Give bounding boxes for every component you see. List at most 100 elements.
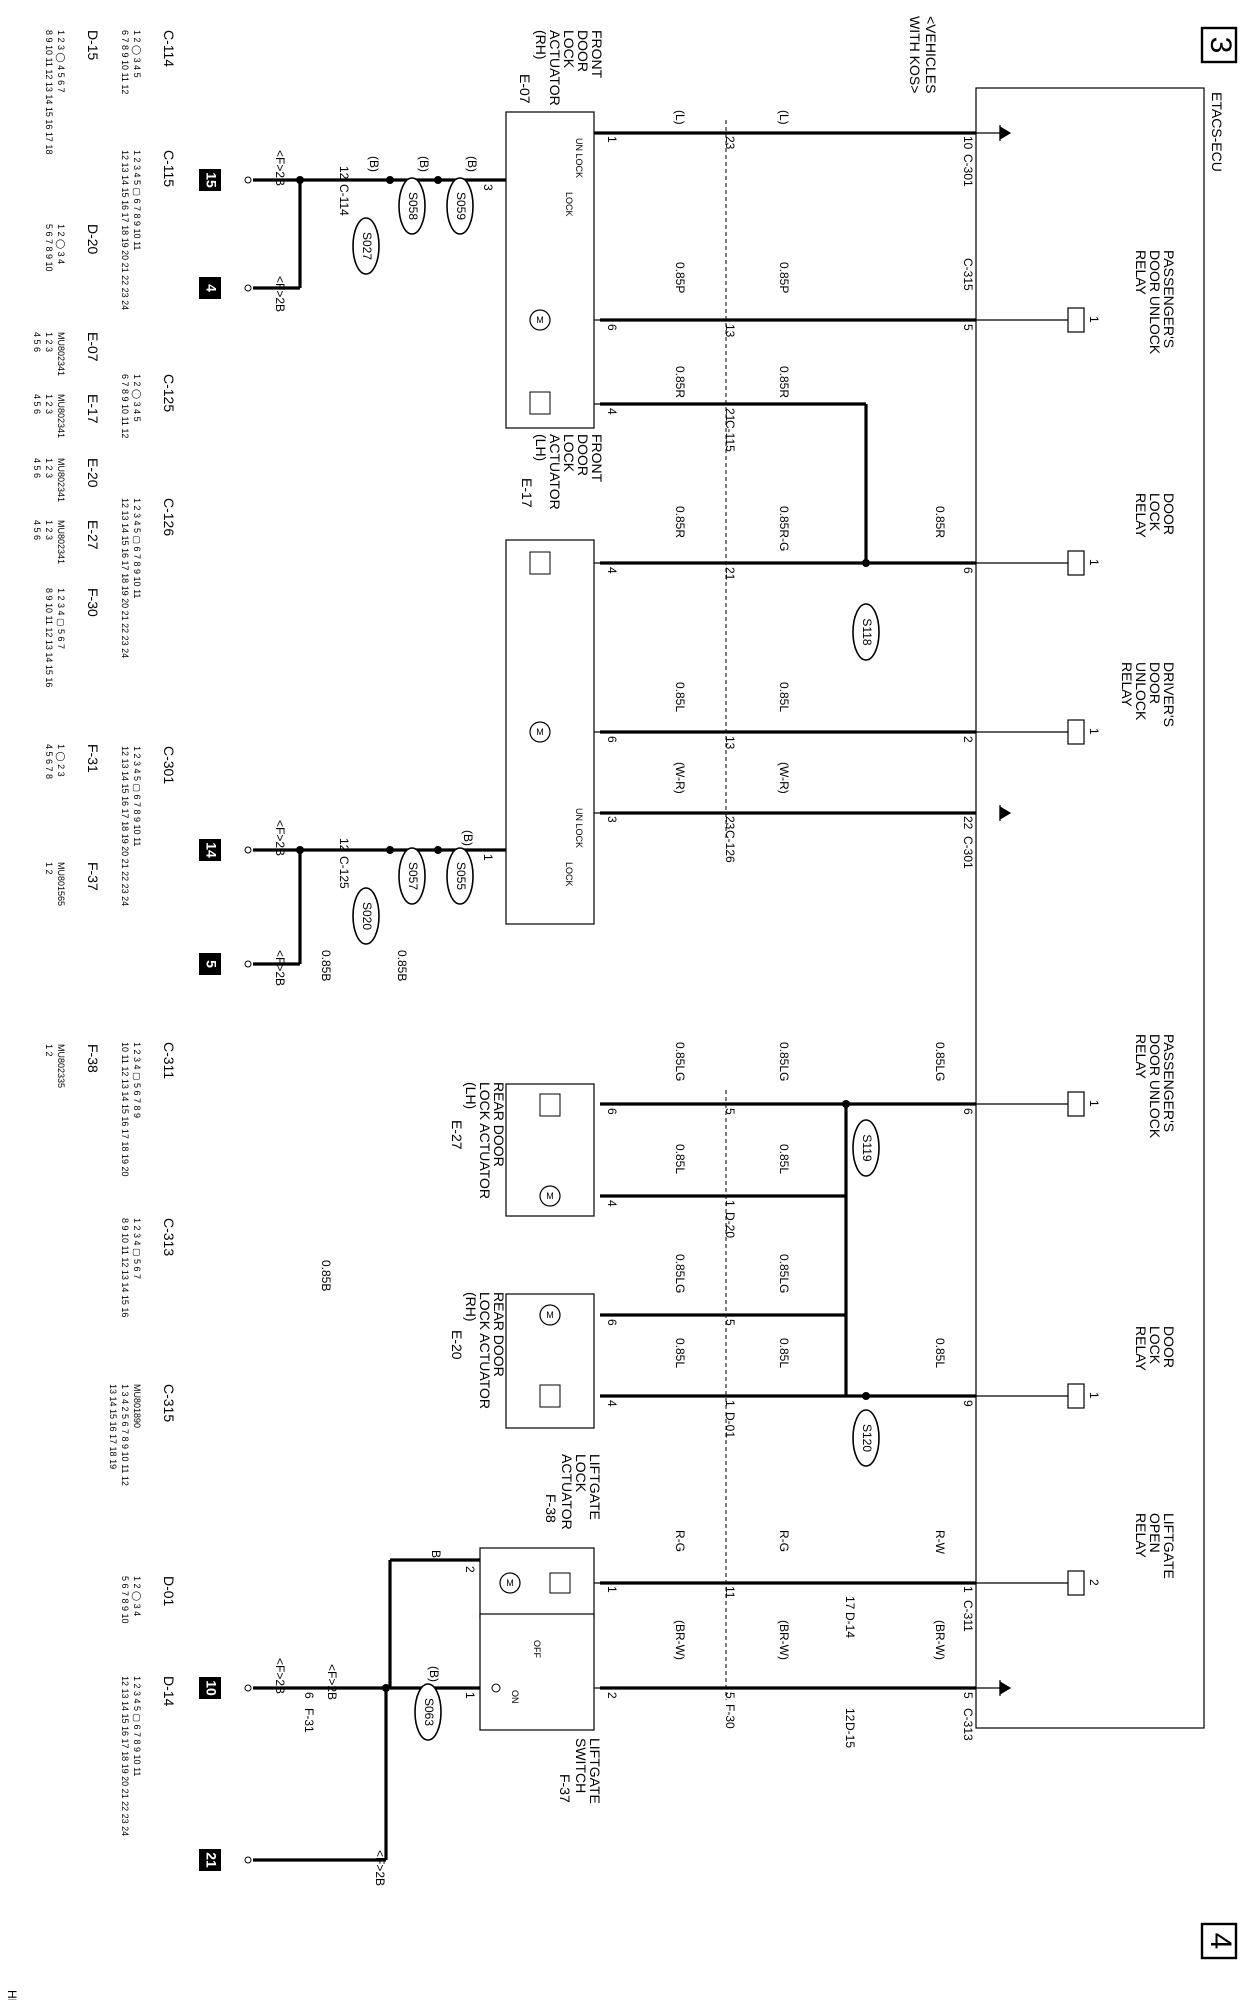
ground-terminal-0 — [244, 176, 252, 184]
splice-oval-8 — [352, 887, 380, 945]
rear-lh-pin-6: 6 — [605, 1108, 619, 1115]
ecu-pin-10: 10 — [961, 136, 975, 150]
connector-name: C-315 — [161, 1384, 177, 1422]
front-lh-pin-1: 1 — [481, 854, 495, 861]
actuator-label-6: DOOR — [575, 434, 591, 476]
liftgate-sw-on: ON — [510, 1690, 520, 1704]
mid-conn-d14: D-14 — [843, 1612, 857, 1638]
relay-number-pass-unlock-1: 1 — [1087, 316, 1101, 323]
relay-label-door-lock-1: LOCK — [1147, 493, 1163, 532]
connector-row: 4 5 6 — [32, 394, 42, 414]
actuator-label-5: FRONT — [589, 434, 605, 483]
front-rh-pin-3: 3 — [481, 184, 495, 191]
splice-label-8: S020 — [360, 902, 374, 930]
actuator-label-10: REAR DOOR — [491, 1082, 507, 1167]
connector-f-30: F-301 2 3 4 ▢ 5 6 78 9 10 11 12 13 14 15… — [44, 588, 101, 687]
relay-label-pass-unlock-1: DOOR UNLOCK — [1147, 250, 1163, 355]
ground-label-2: 14 — [203, 842, 219, 858]
ground-label-3: 5 — [203, 960, 219, 968]
ecu-conn-c313: C-313 — [961, 1708, 975, 1741]
connector-row: 1 2 3 — [44, 394, 54, 414]
connector-name: D-14 — [161, 1676, 177, 1707]
mid-conn-d01: D-01 — [723, 1412, 737, 1438]
splice-label-2: S120 — [860, 1424, 874, 1452]
wire-b-rh-3: (B) — [367, 156, 381, 172]
connector-name: C-125 — [161, 374, 177, 412]
ecu-pin-1: 1 — [961, 1586, 975, 1593]
diagram-labels: 10562226915C-301C-315C-301C-311C-313(L)(… — [319, 30, 975, 1804]
connector-row: 1 2 3 4 ▢ 5 6 7 8 9 — [132, 1042, 142, 1118]
front-lh-actuator: M — [505, 539, 600, 925]
relay-label-liftgate-open: OPEN — [1147, 1513, 1163, 1553]
connector-row: 1 2 3 4 5 ▢ 6 7 8 9 10 11 — [132, 1676, 142, 1776]
f2b-label-0: <F>2B — [273, 150, 287, 186]
ground-tag-1 — [199, 277, 221, 299]
mid-pin-17: 17 — [843, 1596, 857, 1610]
connector-row: 10 11 12 13 14 15 16 17 18 19 20 — [120, 1042, 130, 1176]
splice-label-7: S057 — [406, 862, 420, 890]
rear-rh-pin-4: 4 — [605, 1400, 619, 1407]
ground-conn-c114: C-114 — [337, 184, 351, 216]
ground-label-5: 21 — [203, 1852, 219, 1868]
actuator-label-20: SWITCH — [573, 1738, 589, 1793]
wire-085l-upper: 0.85L — [777, 682, 791, 712]
relay-number-door-lock-1: 1 — [1087, 559, 1101, 566]
actuator-label-1: DOOR — [575, 30, 591, 72]
connector-row: 1 2 ◯ 3 4 5 — [131, 30, 142, 78]
connector-name: C-301 — [161, 746, 177, 784]
relay-number-driver-unlock: 1 — [1087, 728, 1101, 735]
connector-row: 4 5 6 7 8 — [44, 744, 54, 779]
etacs-ecu-label: ETACS-ECU — [1209, 92, 1225, 172]
actuator-label-7: LOCK — [561, 434, 577, 473]
relay-label-pass-unlock-2: PASSENGER'S — [1161, 1034, 1177, 1132]
actuator-label-18: ACTUATOR — [559, 1454, 575, 1530]
splice-label-4: S058 — [406, 192, 420, 220]
ecu-conn-c315: C-315 — [961, 258, 975, 291]
connector-name: C-313 — [161, 1218, 177, 1256]
f2b-label-4: <F>2B — [273, 1658, 287, 1694]
relay-label-driver-unlock: UNLOCK — [1133, 662, 1149, 721]
relay-number-pass-unlock-2: 1 — [1087, 1100, 1101, 1107]
front-rh-unlock: UN LOCK — [574, 138, 584, 178]
rear-rh-pin-6: 6 — [605, 1319, 619, 1326]
actuator-label-14: LOCK ACTUATOR — [477, 1292, 493, 1409]
mid-pin-12: 12 — [843, 1708, 857, 1722]
ground-tag-5 — [199, 1849, 221, 1871]
svg-text:M: M — [536, 315, 544, 325]
ecu-pin-5b: 5 — [961, 1692, 975, 1699]
actuator-label-4: (RH) — [533, 30, 549, 60]
actuator-label-9: (LH) — [533, 434, 549, 461]
connector-row: MU802341 — [56, 458, 66, 502]
svg-text:M: M — [546, 1191, 554, 1201]
ground-label-1: 4 — [203, 284, 219, 292]
relay-label-door-lock-2: RELAY — [1133, 1326, 1149, 1372]
mid-pin-1b: 1 — [723, 1400, 737, 1407]
actuator-conn-4: F-38 — [543, 1494, 559, 1523]
connector-row: 12 13 14 15 16 17 18 19 20 21 22 23 24 — [120, 150, 130, 310]
mid-conn-c115: C-115 — [723, 420, 737, 452]
splice-label-6: S055 — [454, 862, 468, 890]
mid-pin-13b: 13 — [723, 736, 737, 750]
connector-name: C-115 — [161, 150, 177, 187]
relay-label-door-lock-1: DOOR — [1161, 493, 1177, 535]
wire-085lg-ecu: 0.85LG — [933, 1042, 947, 1081]
connector-row: 1 2 ◯ 3 4 — [55, 224, 66, 264]
wire-085p-upper: 0.85P — [777, 262, 791, 293]
connector-row: MU802341 — [56, 332, 66, 376]
actuator-label-15: (RH) — [463, 1292, 479, 1322]
ground-label-0: 15 — [203, 172, 219, 188]
connector-name: C-126 — [161, 498, 177, 536]
mid-pin-23b: 23 — [723, 816, 737, 830]
front-rh-actuator: M — [505, 111, 600, 429]
mid-pin-21b: 21 — [723, 567, 737, 581]
mid-pin-1a: 1 — [723, 1200, 737, 1207]
svg-text:WITH KOS>: WITH KOS> — [907, 16, 923, 93]
connector-row: 1 3 4 2 5 6 7 8 9 10 11 12 — [120, 1384, 130, 1486]
